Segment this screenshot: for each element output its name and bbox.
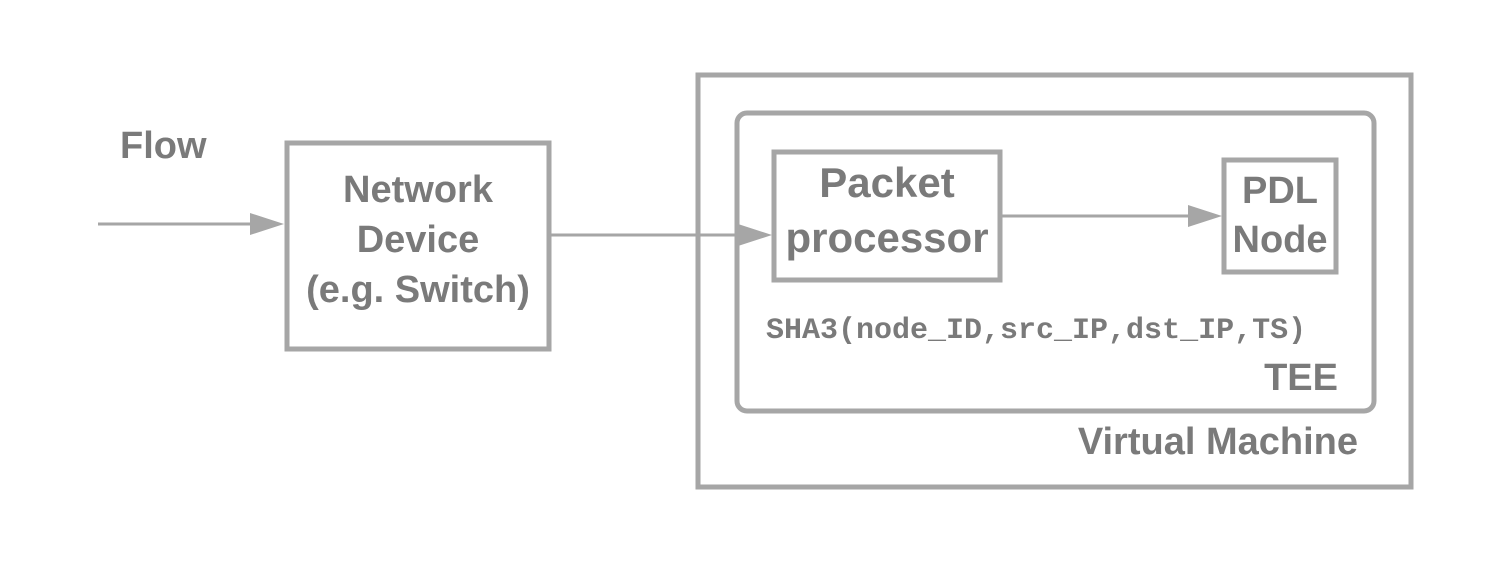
pdl-node-box: PDL Node xyxy=(1221,157,1339,275)
processor-to-pdl-arrow xyxy=(1000,205,1222,227)
pdl-node-label-line1: PDL xyxy=(1242,170,1318,212)
network-device-box: Network Device (e.g. Switch) xyxy=(284,140,552,352)
pdl-node-label-line2: Node xyxy=(1233,219,1328,261)
tee-box: TEE xyxy=(734,110,1377,414)
packet-processor-label-line2: processor xyxy=(785,214,988,261)
network-device-label-line3: (e.g. Switch) xyxy=(306,269,530,311)
hash-formula: SHA3(node_ID,src_IP,dst_IP,TS) xyxy=(766,314,1306,348)
packet-processor-label-line1: Packet xyxy=(819,159,954,206)
flow-label: Flow xyxy=(120,125,207,167)
tee-label: TEE xyxy=(1264,357,1338,399)
virtual-machine-label: Virtual Machine xyxy=(1078,421,1358,463)
device-to-processor-arrow xyxy=(549,224,772,246)
network-device-label-line1: Network xyxy=(343,169,494,211)
virtual-machine-box: Virtual Machine xyxy=(695,72,1414,490)
network-device-label-line2: Device xyxy=(357,219,480,261)
flow-arrow xyxy=(98,213,284,235)
packet-processor-box: Packet processor xyxy=(771,149,1003,283)
